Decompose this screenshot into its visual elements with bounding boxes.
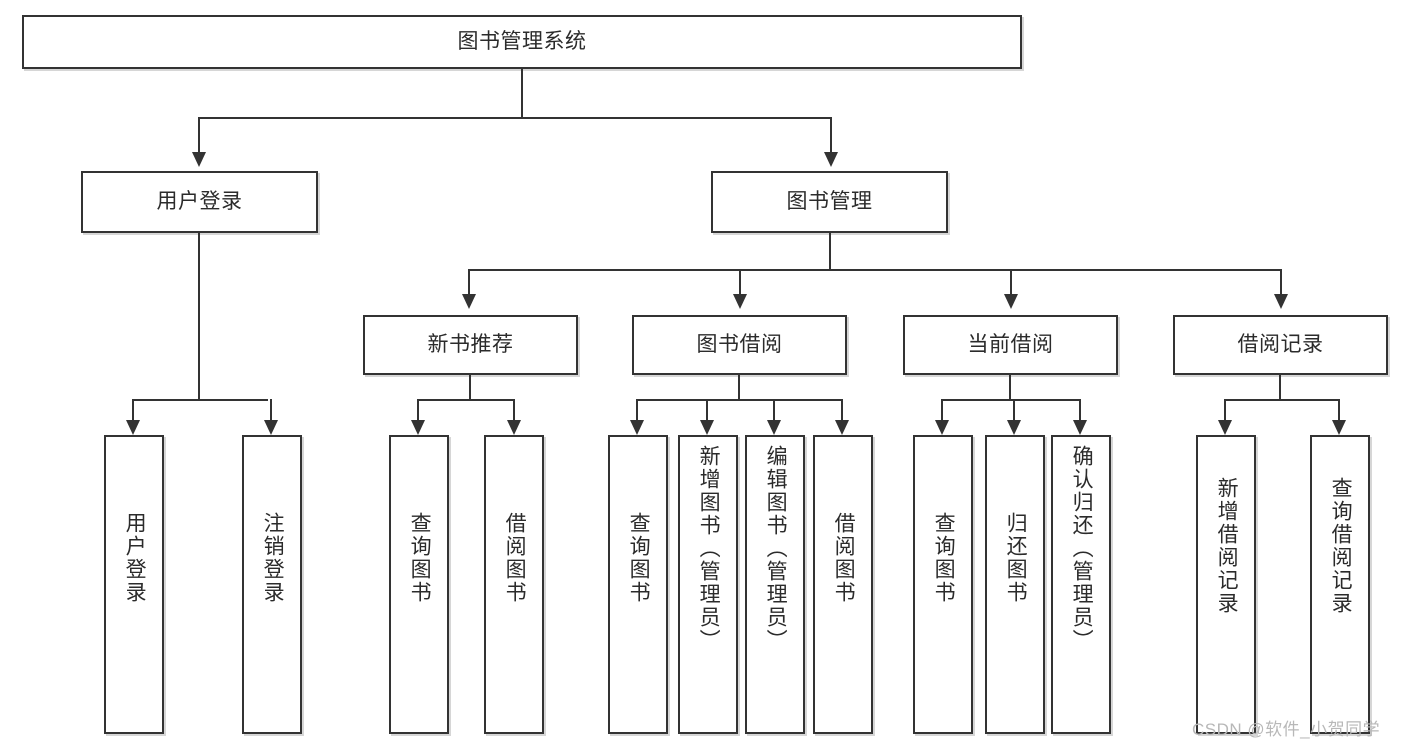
connector-borrow-record-to-leaf-2 [1338,399,1340,420]
arrow-borrow-record-to-leaf-1 [1218,420,1232,435]
connector-user-login-stem [198,233,200,399]
leaf-label: 查询图书 [932,512,956,604]
connector-bm-to-book-borrow [739,269,741,294]
connector-borrow-record-bus [1224,399,1340,401]
arrow-root-to-book-management [824,152,838,167]
connector-borrow-record-to-leaf-1 [1224,399,1226,420]
node-user-login[interactable]: 用户登录 [81,171,318,233]
node-label: 当前借阅 [967,332,1054,356]
leaf-new-book-query-book[interactable]: 查询图书 [389,435,449,734]
connector-root-bus [198,117,832,119]
node-root-book-management-system[interactable]: 图书管理系统 [22,15,1022,69]
node-label: 图书借阅 [696,332,783,356]
leaf-borrow-record-add-record[interactable]: 新增借阅记录 [1196,435,1256,734]
leaf-current-borrow-confirm-return-admin[interactable]: 确认归还（管理员） [1051,435,1111,734]
arrow-borrow-record-to-leaf-2 [1332,420,1346,435]
node-label: 新书推荐 [427,332,514,356]
leaf-label: 用户登录 [123,512,147,604]
connector-new-book-to-leaf-2 [513,399,515,420]
connector-user-login-bus [132,399,268,401]
leaf-label: 查询借阅记录 [1329,477,1353,615]
connector-current-borrow-to-leaf-2 [1013,399,1015,420]
leaf-label: 编辑图书（管理员） [764,445,788,652]
connector-current-borrow-to-leaf-3 [1079,399,1081,420]
connector-bm-to-current-borrow [1010,269,1012,294]
connector-root-stem [521,69,523,117]
arrow-book-borrow-to-leaf-3 [767,420,781,435]
leaf-label: 注销登录 [261,512,285,604]
arrow-book-borrow-to-leaf-2 [700,420,714,435]
connector-book-borrow-to-leaf-1 [636,399,638,420]
arrow-user-login-to-leaf-1 [126,420,140,435]
connector-book-borrow-to-leaf-2 [706,399,708,420]
node-new-book-recommend[interactable]: 新书推荐 [363,315,578,375]
connector-root-to-book-management [830,117,832,152]
arrow-bm-to-new-book [462,294,476,309]
node-book-management[interactable]: 图书管理 [711,171,948,233]
leaf-borrow-record-query-record[interactable]: 查询借阅记录 [1310,435,1370,734]
arrow-current-borrow-to-leaf-1 [935,420,949,435]
connector-root-to-user-login [198,117,200,152]
arrow-book-borrow-to-leaf-1 [630,420,644,435]
leaf-current-borrow-query-book[interactable]: 查询图书 [913,435,973,734]
leaf-user-login-logout[interactable]: 注销登录 [242,435,302,734]
arrow-new-book-to-leaf-1 [411,420,425,435]
leaf-book-borrow-add-book-admin[interactable]: 新增图书（管理员） [678,435,738,734]
connector-new-book-stem [469,375,471,399]
arrow-book-borrow-to-leaf-4 [835,420,849,435]
node-label: 用户登录 [156,189,243,213]
node-borrow-record[interactable]: 借阅记录 [1173,315,1388,375]
connector-user-login-to-leaf-1 [132,399,134,420]
leaf-label: 确认归还（管理员） [1070,445,1094,652]
leaf-label: 借阅图书 [832,512,856,604]
arrow-user-login-to-leaf-2 [264,420,278,435]
connector-new-book-to-leaf-1 [417,399,419,420]
leaf-label: 查询图书 [627,512,651,604]
arrow-root-to-user-login [192,152,206,167]
leaf-user-login-login[interactable]: 用户登录 [104,435,164,734]
node-label: 图书管理 [786,189,873,213]
connector-bm-to-new-book [468,269,470,294]
connector-borrow-record-stem [1279,375,1281,399]
arrow-new-book-to-leaf-2 [507,420,521,435]
node-current-borrow[interactable]: 当前借阅 [903,315,1118,375]
connector-book-management-bus [468,269,1280,271]
connector-current-borrow-to-leaf-1 [941,399,943,420]
leaf-new-book-borrow-book[interactable]: 借阅图书 [484,435,544,734]
connector-book-borrow-stem [738,375,740,399]
connector-new-book-bus [417,399,515,401]
node-label: 借阅记录 [1237,332,1324,356]
connector-current-borrow-bus [941,399,1080,401]
leaf-current-borrow-return-book[interactable]: 归还图书 [985,435,1045,734]
connector-bm-to-borrow-record [1280,269,1282,294]
arrow-current-borrow-to-leaf-3 [1073,420,1087,435]
leaf-label: 查询图书 [408,512,432,604]
arrow-current-borrow-to-leaf-2 [1007,420,1021,435]
arrow-bm-to-current-borrow [1004,294,1018,309]
watermark: CSDN @软件_小贺同学 [1192,720,1381,739]
connector-book-management-stem [829,233,831,269]
connector-book-borrow-to-leaf-4 [841,399,843,420]
node-label: 图书管理系统 [457,29,587,53]
connector-user-login-to-leaf-2 [270,399,272,420]
connector-book-borrow-to-leaf-3 [773,399,775,420]
connector-book-borrow-bus [636,399,842,401]
arrow-bm-to-book-borrow [733,294,747,309]
leaf-label: 借阅图书 [503,512,527,604]
leaf-book-borrow-query-book[interactable]: 查询图书 [608,435,668,734]
leaf-book-borrow-borrow-book[interactable]: 借阅图书 [813,435,873,734]
leaf-book-borrow-edit-book-admin[interactable]: 编辑图书（管理员） [745,435,805,734]
arrow-bm-to-borrow-record [1274,294,1288,309]
connector-current-borrow-stem [1009,375,1011,399]
leaf-label: 新增图书（管理员） [697,445,721,652]
leaf-label: 新增借阅记录 [1215,477,1239,615]
node-book-borrow[interactable]: 图书借阅 [632,315,847,375]
leaf-label: 归还图书 [1004,512,1028,604]
